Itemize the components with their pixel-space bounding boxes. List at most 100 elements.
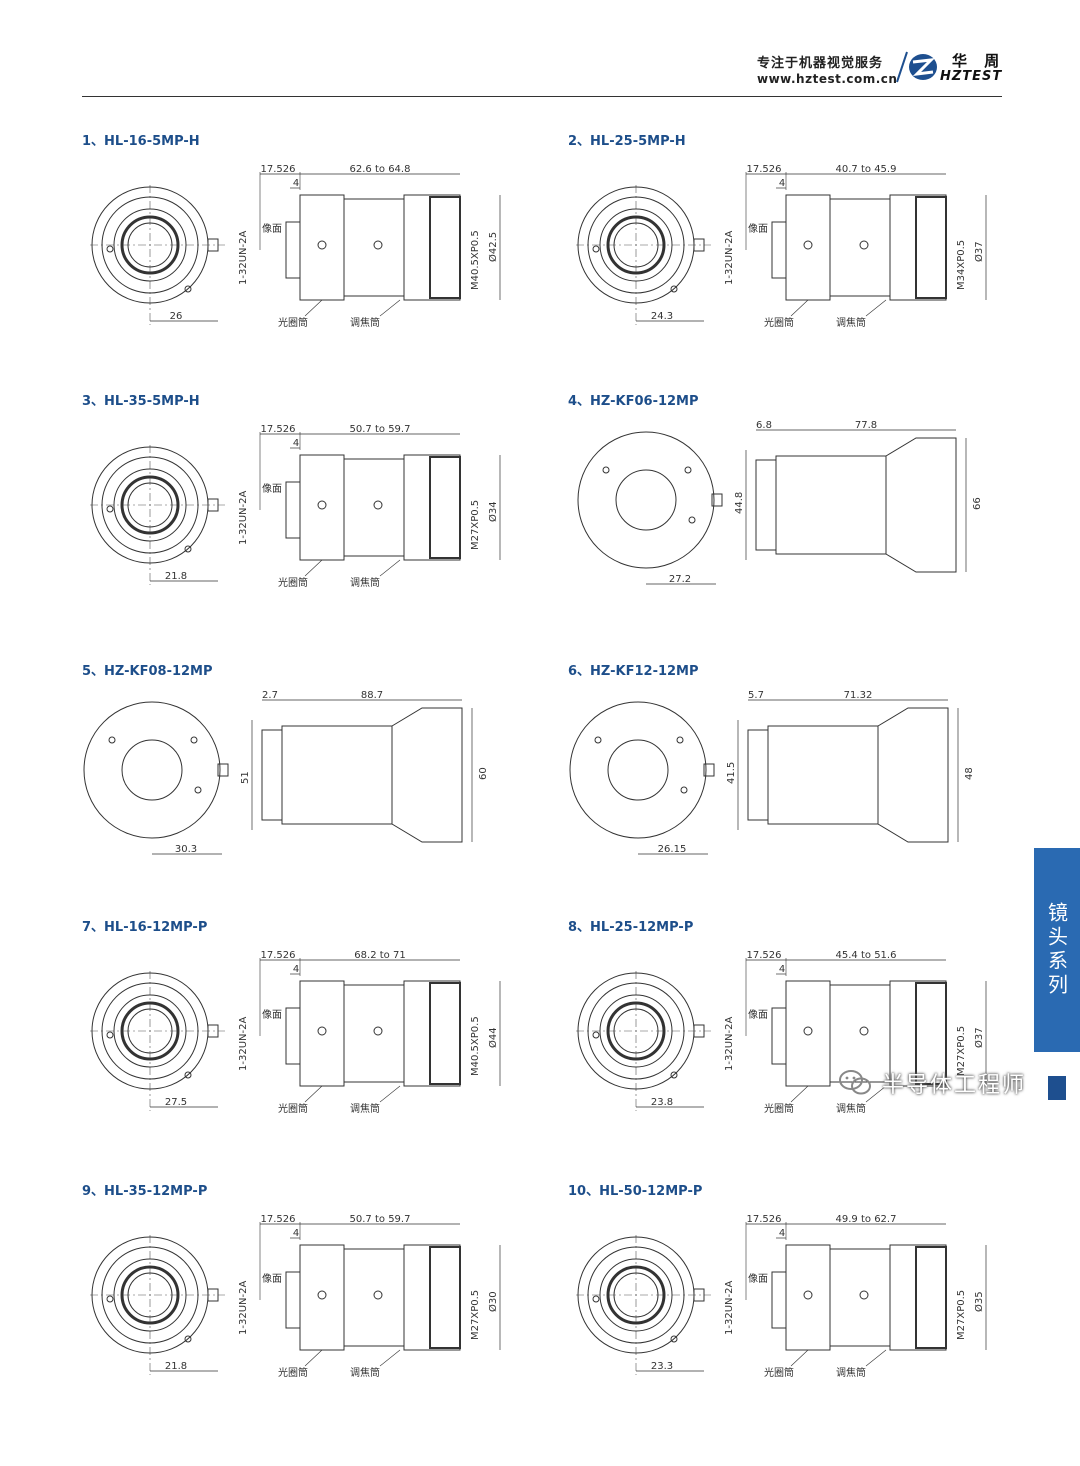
iris-leader [790, 299, 809, 317]
filter-thread-label: M27XP0.5 [470, 500, 481, 550]
front-view-ring [606, 215, 666, 275]
fisheye-front-element [391, 707, 463, 843]
focus-leader [865, 299, 887, 317]
thread-label: 1-32UN-2A [238, 1281, 249, 1335]
mount-label: 4 [293, 1228, 299, 1239]
hztest-logo-icon [896, 51, 937, 83]
mount-label: 4 [779, 964, 785, 975]
front-dim-label: 27.2 [669, 574, 691, 585]
focus-leader [379, 1085, 401, 1103]
mount-thread [771, 1271, 787, 1329]
thread-label: 1-32UN-2A [724, 1281, 735, 1335]
locking-screw [207, 1288, 219, 1302]
screw-hole [106, 245, 114, 253]
filter-ring [429, 1246, 461, 1349]
front-view-ring [120, 1265, 180, 1325]
lens-title-8: 8、HL-25-12MP-P [568, 920, 694, 935]
image-plane-label: 像面 [262, 1009, 282, 1021]
focus-ring-label: 调焦筒 [836, 316, 866, 329]
front-view-ring [101, 1246, 199, 1344]
mount-section [261, 729, 283, 821]
screw-hole [684, 466, 692, 474]
thread-label: 1-32UN-2A [238, 1017, 249, 1071]
front-view-ring [599, 994, 673, 1068]
flange-label: 17.526 [261, 1214, 296, 1225]
front-view-ring [120, 215, 180, 275]
front-view-ring [127, 1008, 173, 1054]
iris-lock-screw [317, 1290, 327, 1300]
locking-screw [207, 498, 219, 512]
mount-label: 4 [293, 438, 299, 449]
flange-label: 17.526 [747, 1214, 782, 1225]
flange-label: 17.526 [261, 164, 296, 175]
flange-label: 2.7 [262, 690, 278, 701]
focus-ring-label: 调焦筒 [836, 1366, 866, 1379]
fisheye-front-element [877, 707, 949, 843]
iris-ring-label: 光圈筒 [764, 1366, 794, 1379]
front-view-ring [613, 1008, 659, 1054]
lens-title-1: 1、HL-16-5MP-H [82, 134, 200, 149]
header-divider [82, 96, 1002, 97]
front-view-ring [113, 994, 187, 1068]
front-dim-label: 23.3 [651, 1361, 673, 1372]
screw-hole [670, 1335, 678, 1343]
focus-leader [865, 1085, 887, 1103]
lens-body-mid [829, 198, 891, 297]
flange-label: 17.526 [261, 424, 296, 435]
screw-hole [184, 1071, 192, 1079]
iris-ring-label: 光圈筒 [764, 316, 794, 329]
front-view-ring [113, 468, 187, 542]
screw-hole [680, 786, 688, 794]
front-view-ring [113, 1258, 187, 1332]
screw-hole [106, 1295, 114, 1303]
mount-label: 4 [293, 964, 299, 975]
focus-lock-screw [859, 1290, 869, 1300]
length-label: 50.7 to 59.7 [350, 424, 411, 435]
screw-hole [688, 516, 696, 524]
filter-ring [429, 982, 461, 1085]
screw-hole [594, 736, 602, 744]
mount-thread [285, 1007, 301, 1065]
filter-thread-label: M27XP0.5 [470, 1290, 481, 1340]
lens-body-rear [785, 1244, 831, 1351]
header-website[interactable]: www.hztest.com.cn [757, 72, 898, 86]
front-dim-label: 26.15 [658, 844, 687, 855]
screw-hole [106, 1031, 114, 1039]
locking-screw [217, 763, 229, 777]
front-dim-label: 30.3 [175, 844, 197, 855]
focus-ring-label: 调焦筒 [350, 1366, 380, 1379]
iris-leader [304, 559, 323, 577]
outer-dia-label: Ø35 [973, 1291, 985, 1312]
front-view-ring [120, 1001, 180, 1061]
screw-hole [190, 736, 198, 744]
outer-dia-label: 48 [964, 767, 975, 780]
section-side-tab[interactable]: 镜头系列 [1034, 848, 1080, 1052]
page-header: 专注于机器视觉服务 www.hztest.com.cn 华 周 HZTEST [0, 0, 1080, 100]
lens-body-mid [343, 984, 405, 1083]
filter-thread-label: M40.5XP0.5 [470, 230, 481, 290]
locking-screw [207, 238, 219, 252]
length-label: 62.6 to 64.8 [350, 164, 411, 175]
front-view-outer [569, 701, 707, 839]
lens-body-front [889, 194, 947, 301]
locking-screw [711, 493, 723, 507]
lens-body-rear [299, 454, 345, 561]
front-dim-label: 26 [170, 311, 183, 322]
lens-body-front [403, 980, 461, 1087]
focus-ring-label: 调焦筒 [350, 1102, 380, 1115]
flange-label: 17.526 [747, 164, 782, 175]
thread-label: 1-32UN-2A [724, 1017, 735, 1071]
front-view-inner [121, 739, 183, 801]
body-dia-label: 44.8 [734, 492, 745, 514]
front-view-ring [101, 982, 199, 1080]
front-view-ring [127, 482, 173, 528]
front-view-ring [120, 475, 180, 535]
focus-lock-screw [373, 1026, 383, 1036]
outer-dia-label: Ø42.5 [487, 232, 499, 262]
filter-thread-label: M27XP0.5 [956, 1026, 967, 1076]
focus-ring-label: 调焦筒 [836, 1102, 866, 1115]
